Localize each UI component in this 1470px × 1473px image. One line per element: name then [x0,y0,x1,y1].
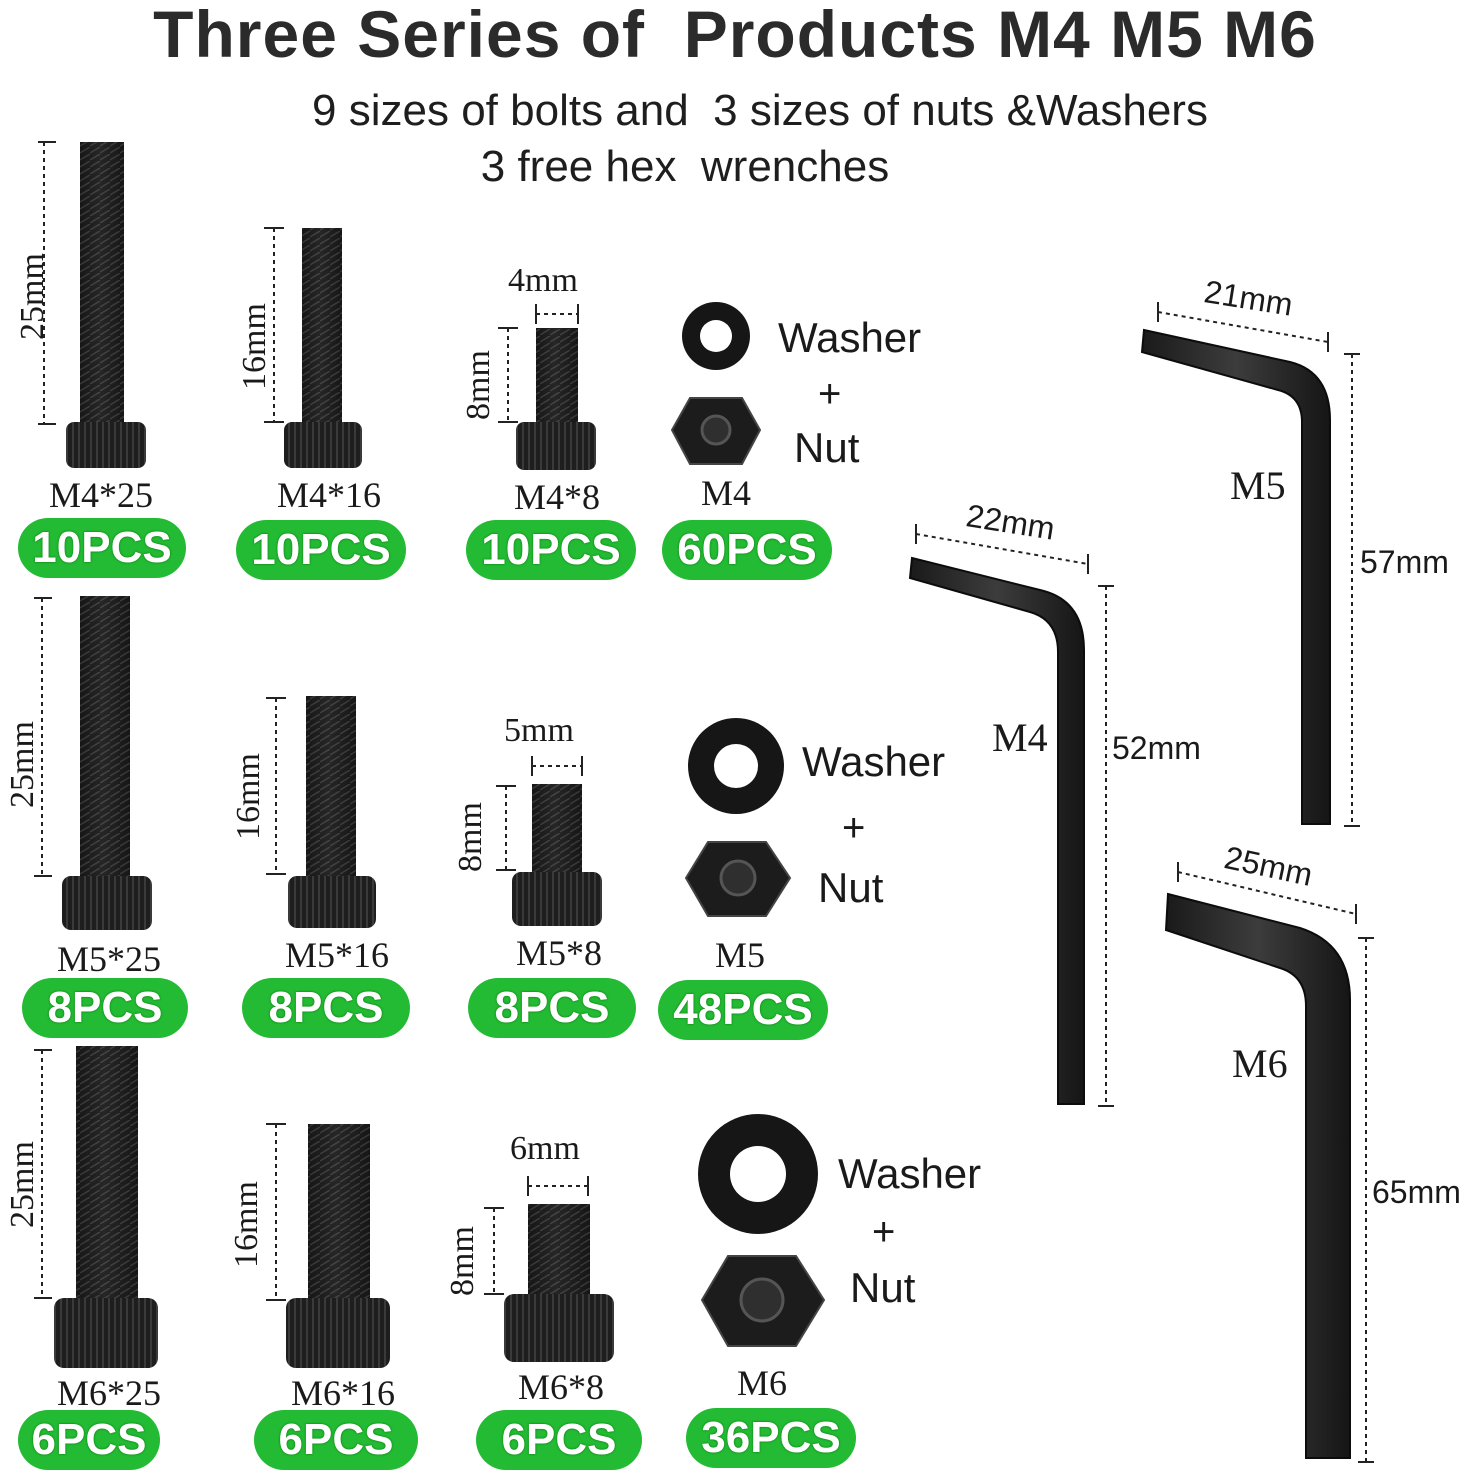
bolt-size-label: M5*16 [284,935,389,975]
bolt-size-label: M4*8 [513,477,600,517]
quantity-badge: 8PCS [22,978,188,1038]
bolt-size-label: M6*8 [517,1367,604,1407]
nut-m4-image [670,397,762,465]
quantity-badge: 60PCS [662,520,832,580]
bolt-diameter-label: 4mm [508,262,578,299]
nut-label: Nut [850,1264,916,1311]
bolt-length-label: 8mm [460,350,497,420]
quantity-badge: 6PCS [254,1410,418,1470]
quantity-badge: 10PCS [18,518,186,578]
bolt-length-label: 16mm [236,303,273,390]
wrench-long-arm-label: 65mm [1372,1174,1461,1210]
wrench-size-label: M5 [1230,463,1286,508]
washer-m6-image [698,1114,818,1234]
dimension-lines [34,141,1374,1463]
washer-nut-size-label: M4 [700,473,751,513]
bolt-length-label: 25mm [4,1141,41,1228]
quantity-badge: 10PCS [236,520,406,580]
bolt-length-label: 16mm [230,753,267,840]
nut-label: Nut [818,864,884,911]
quantity-badge: 10PCS [466,520,636,580]
bolt-m4-25-image [66,142,146,468]
wrench-size-label: M4 [992,715,1048,760]
quantity-badge: 36PCS [686,1408,856,1468]
subtitle-line-2: 3 free hex wrenches [480,142,890,191]
bolt-length-label: 25mm [4,721,41,808]
wrench-m5-image [1140,328,1331,825]
washer-label: Washer [838,1150,982,1197]
bolt-size-label: M6*16 [290,1373,395,1413]
nut-m5-image [684,841,792,917]
washer-label: Washer [802,738,946,785]
washer-label: Washer [778,314,922,361]
wrench-m6-image [1164,892,1351,1459]
wrench-size-label: M6 [1232,1041,1288,1086]
bolt-length-label: 25mm [14,253,51,340]
bolt-size-label: M4*16 [276,475,381,515]
bolt-length-label: 8mm [452,802,489,872]
quantity-badge: 8PCS [242,978,410,1038]
bolt-m5-8-image [512,784,602,926]
wrench-long-arm-label: 52mm [1112,730,1201,766]
bolt-m5-25-image [62,596,152,930]
bolt-m4-8-image [516,328,596,470]
washer-m5-image [688,718,784,814]
washer-nut-size-label: M5 [714,935,765,975]
quantity-badge: 48PCS [658,980,828,1040]
plus-sign: + [842,806,866,850]
bolt-size-label: M4*25 [48,475,153,515]
quantity-badge: 6PCS [476,1410,642,1470]
bolt-size-label: M5*8 [515,933,602,973]
page-title: Three Series of Products M4 M5 M6 [153,0,1317,71]
bolt-m5-16-image [288,696,376,928]
bolt-m4-16-image [284,228,362,468]
wrench-m4-image [908,556,1085,1105]
plus-sign: + [818,372,842,416]
bolt-diameter-label: 5mm [504,712,574,749]
bolt-m6-8-image [504,1204,614,1362]
wrench-long-arm-label: 57mm [1360,544,1449,580]
bolt-diameter-label: 6mm [510,1130,580,1167]
washer-m4-image [682,302,750,370]
bolt-size-label: M5*25 [56,939,161,979]
subtitle-line-1: 9 sizes of bolts and 3 sizes of nuts &Wa… [312,86,1208,135]
bolt-m6-16-image [286,1124,390,1368]
quantity-badge: 6PCS [18,1410,160,1470]
bolt-length-label: 8mm [444,1226,481,1296]
bolt-size-label: M6*25 [56,1373,161,1413]
bolt-length-label: 16mm [228,1181,265,1268]
nut-m6-image [700,1255,826,1347]
nut-label: Nut [794,424,860,471]
washer-nut-size-label: M6 [736,1363,787,1403]
bolt-m6-25-image [54,1046,158,1368]
quantity-badge: 8PCS [468,978,636,1038]
plus-sign: + [872,1210,896,1254]
